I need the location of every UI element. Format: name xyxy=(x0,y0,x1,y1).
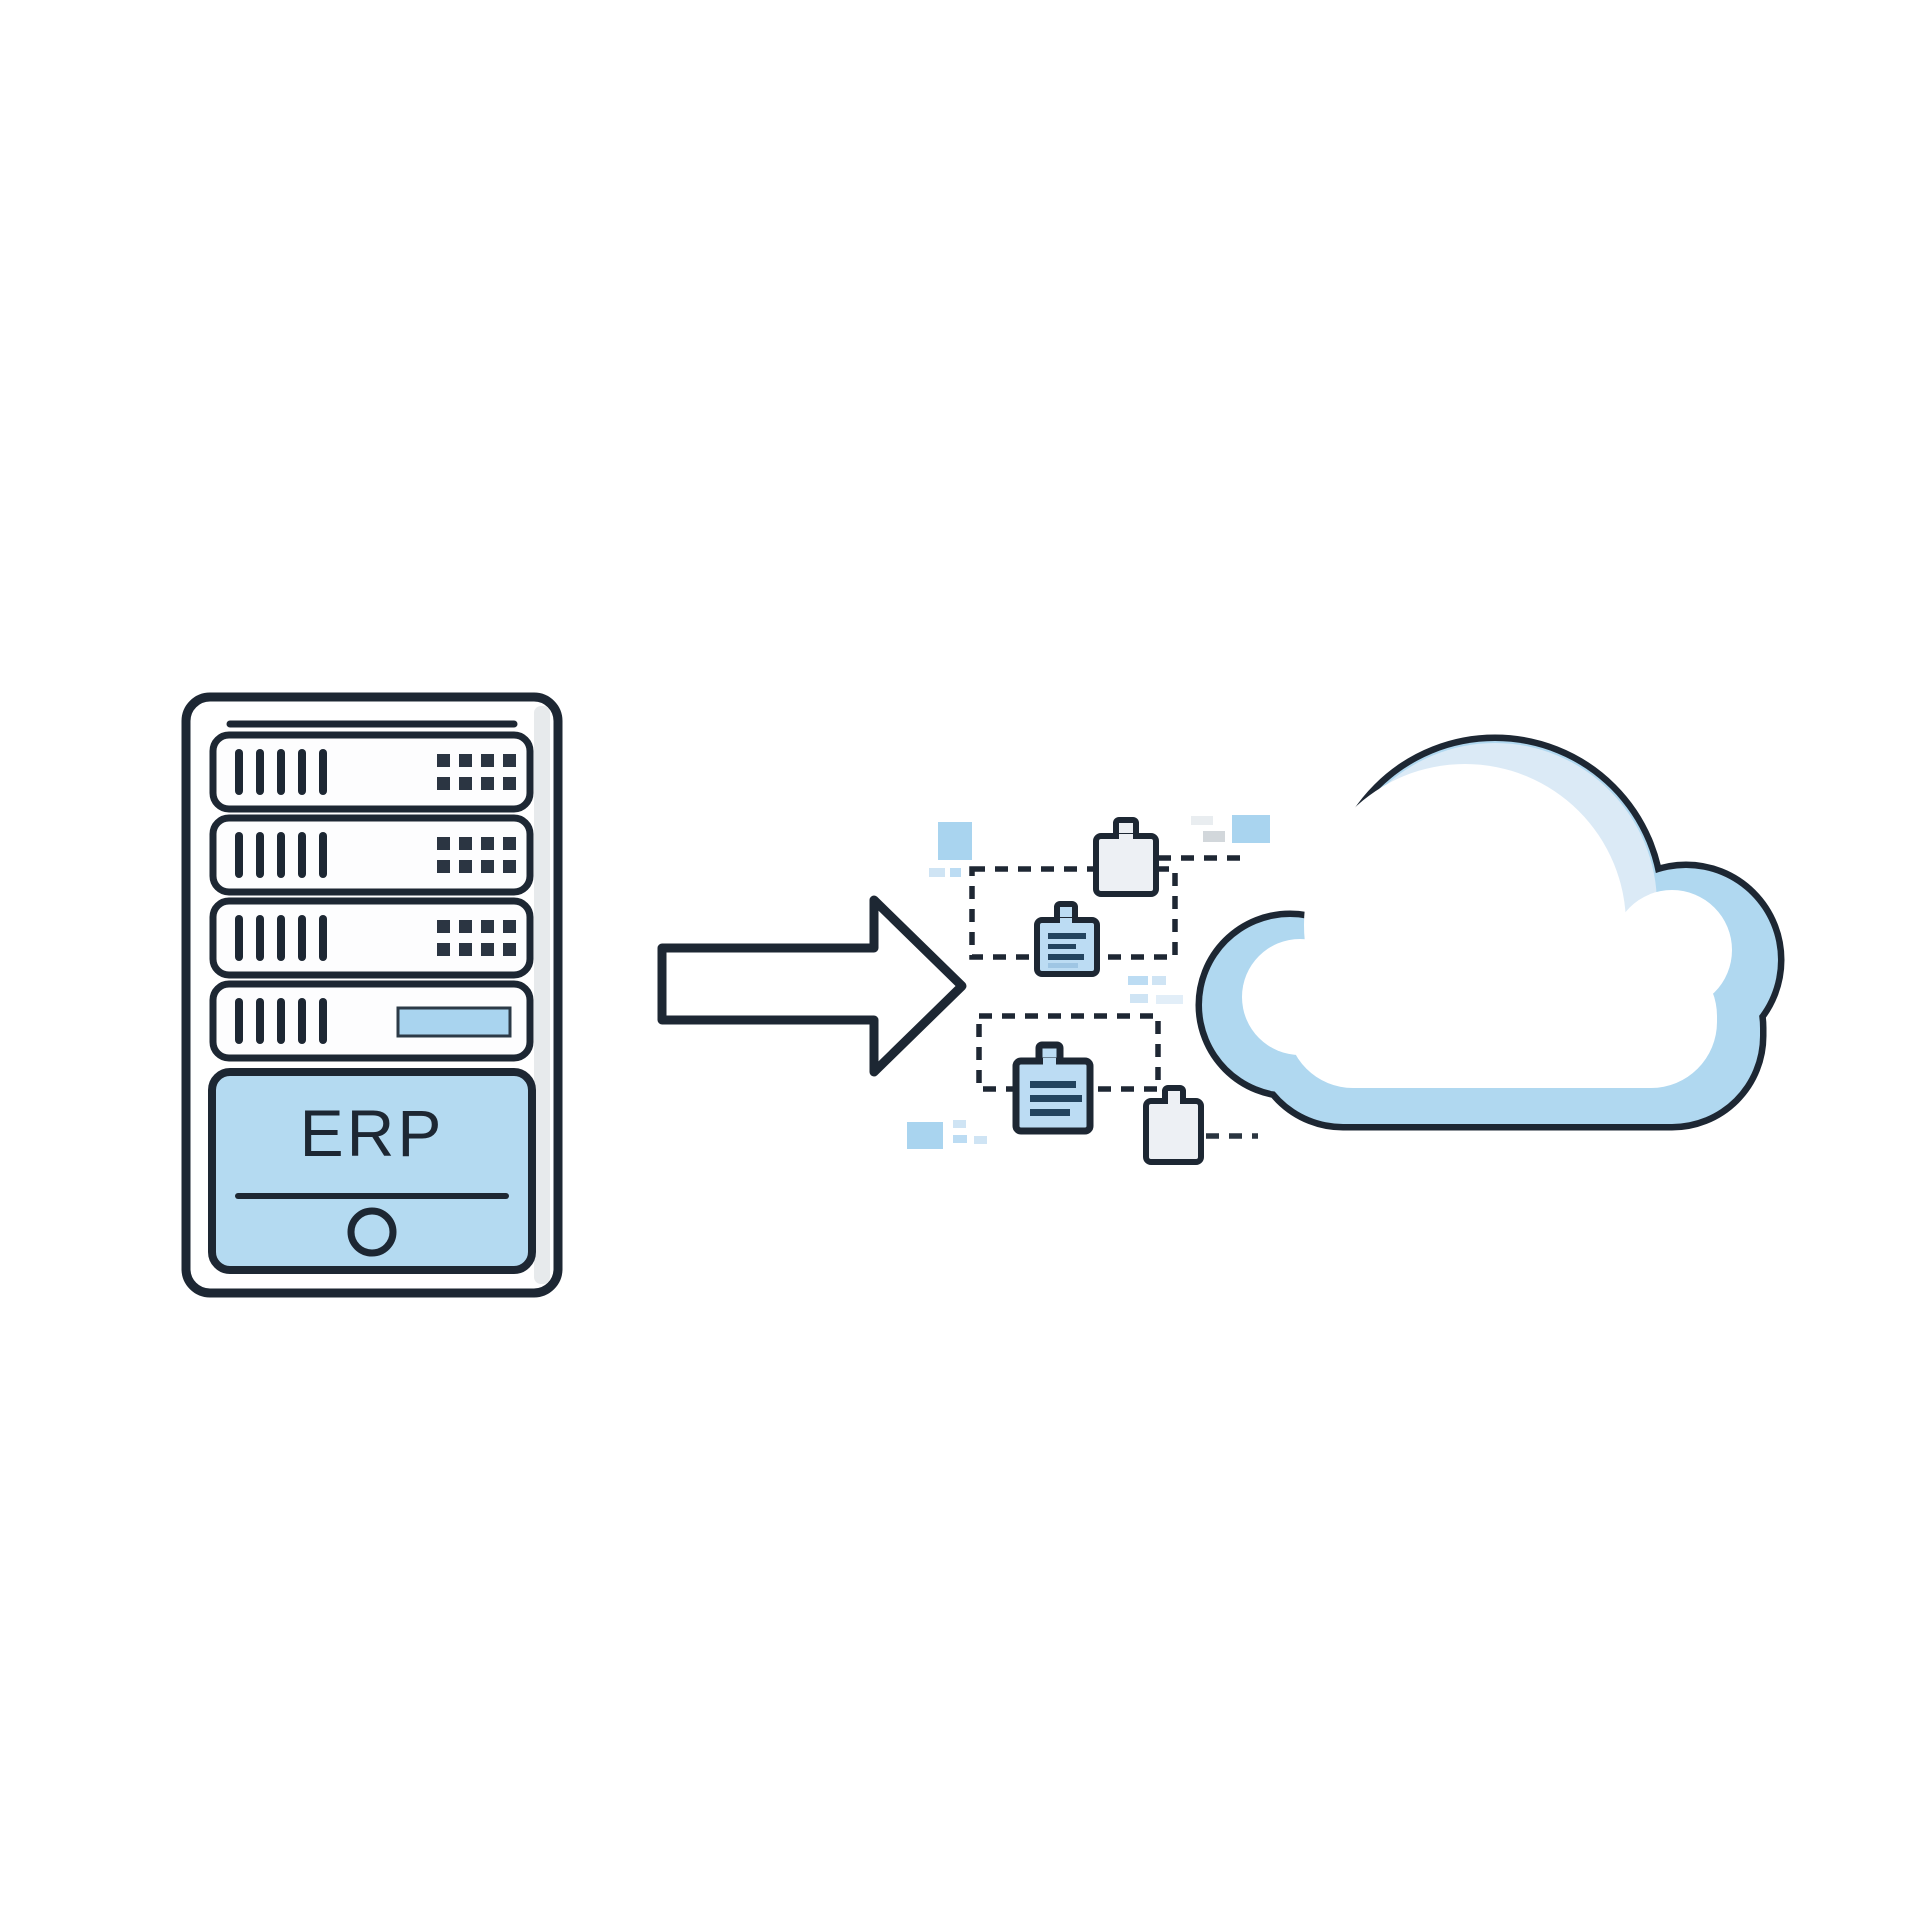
document-blank-icon xyxy=(1143,1085,1204,1165)
text-lines xyxy=(1030,1081,1082,1116)
erp-panel: ERP xyxy=(208,1068,536,1274)
status-bar-icon xyxy=(396,1006,512,1038)
vent-slits-icon xyxy=(235,915,327,961)
led-grid-icon xyxy=(437,754,516,790)
erp-label: ERP xyxy=(300,1096,445,1170)
rack-unit xyxy=(209,814,534,896)
data-square xyxy=(907,1122,943,1149)
cloud-icon xyxy=(1195,734,1785,1131)
power-circle-icon xyxy=(347,1207,397,1257)
led-grid-icon xyxy=(437,837,516,873)
rack-unit xyxy=(209,897,534,979)
vent-slits-icon xyxy=(235,998,327,1044)
data-square xyxy=(938,822,972,860)
vent-slits-icon xyxy=(235,749,327,795)
server-tower-icon: ERP xyxy=(181,692,563,1298)
led-grid-icon xyxy=(437,920,516,956)
rack-unit xyxy=(209,731,534,813)
tower-edge-shade xyxy=(534,706,550,1284)
text-lines xyxy=(1048,933,1086,968)
data-flow-cluster xyxy=(907,815,1270,1165)
vent-slits-icon xyxy=(235,832,327,878)
right-arrow-icon xyxy=(657,895,967,1077)
document-text-icon xyxy=(1034,901,1100,977)
rack-unit xyxy=(209,980,534,1062)
dashed-route-rect xyxy=(976,1013,1161,1092)
document-text-icon xyxy=(1012,1041,1094,1135)
data-square xyxy=(1232,815,1270,843)
document-blank-icon xyxy=(1093,817,1159,897)
data-dashes xyxy=(929,816,1225,1144)
